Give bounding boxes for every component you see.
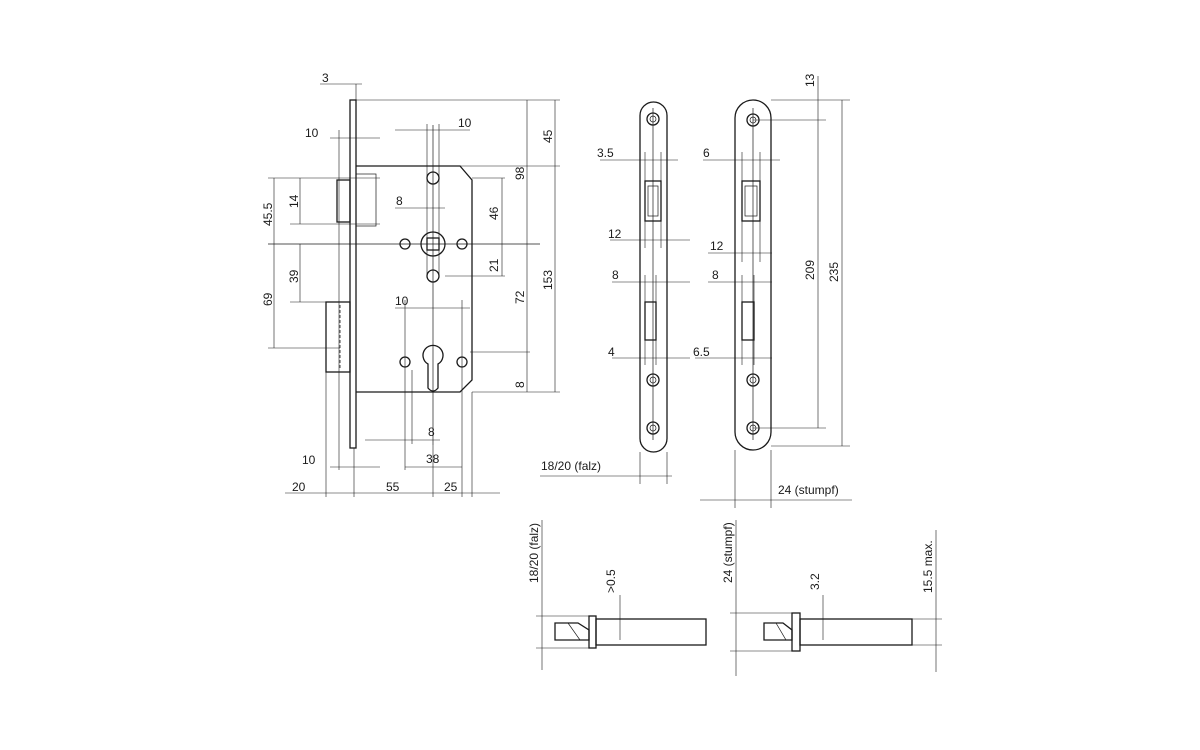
dim-10-top: 10 xyxy=(458,116,472,130)
latch-bolt-inner xyxy=(355,173,377,227)
dim-55: 55 xyxy=(386,480,400,494)
lock-case xyxy=(356,165,473,393)
stumpf-dim-13: 13 xyxy=(803,73,817,87)
section-falz-forend xyxy=(588,615,597,649)
faceplate-falz xyxy=(639,101,668,453)
section-stumpf-forend xyxy=(791,612,801,652)
section-stumpf-body xyxy=(799,618,913,646)
dim-98: 98 xyxy=(513,166,527,180)
dim-38: 38 xyxy=(426,452,440,466)
dim-10-mid: 10 xyxy=(395,294,409,308)
faceplate-falz-bolt xyxy=(644,301,657,341)
section-falz-gap: >0.5 xyxy=(604,569,618,593)
lock-front-view xyxy=(268,99,540,449)
section-stumpf-max: 15.5 max. xyxy=(921,540,935,593)
dim-45-5: 45.5 xyxy=(261,202,275,226)
falz-dim-3-5: 3.5 xyxy=(597,146,614,160)
section-stumpf xyxy=(730,520,942,676)
dim-69: 69 xyxy=(261,292,275,306)
stumpf-width: 24 (stumpf) xyxy=(778,483,839,497)
forend-plate xyxy=(349,99,357,449)
stumpf-dim-6-5: 6.5 xyxy=(693,345,710,359)
falz-dim-12: 12 xyxy=(608,227,622,241)
section-falz xyxy=(536,520,707,670)
stumpf-dim-235: 235 xyxy=(827,262,841,282)
faceplate-stumpf-outline xyxy=(734,99,772,451)
section-stumpf-latch xyxy=(763,622,793,641)
stumpf-dim-209: 209 xyxy=(803,260,817,280)
section-falz-latch xyxy=(554,622,590,641)
dim-8-bottom: 8 xyxy=(428,425,435,439)
falz-width: 18/20 (falz) xyxy=(541,459,601,473)
section-stumpf-3-2: 3.2 xyxy=(808,573,822,590)
falz-dim-8: 8 xyxy=(612,268,619,282)
stumpf-dim-8: 8 xyxy=(712,268,719,282)
dim-10-bottom: 10 xyxy=(302,453,316,467)
dim-20: 20 xyxy=(292,480,306,494)
dim-153: 153 xyxy=(541,270,555,290)
stumpf-dim-12: 12 xyxy=(710,239,724,253)
dim-10-top-left: 10 xyxy=(305,126,319,140)
latch-bolt xyxy=(336,179,351,223)
section-falz-height: 18/20 (falz) xyxy=(527,523,541,583)
front-dimensions xyxy=(268,83,560,497)
faceplate-falz-dimensions xyxy=(540,152,690,484)
section-falz-body xyxy=(595,618,707,646)
faceplate-stumpf xyxy=(734,99,772,451)
dim-72: 72 xyxy=(513,290,527,304)
dim-8-right: 8 xyxy=(513,381,527,388)
dim-8-hub: 8 xyxy=(396,194,403,208)
falz-dim-4: 4 xyxy=(608,345,615,359)
dim-45: 45 xyxy=(541,129,555,143)
faceplate-stumpf-dimensions xyxy=(695,76,852,508)
stumpf-dim-6: 6 xyxy=(703,146,710,160)
faceplate-stumpf-latch-inner xyxy=(744,185,758,217)
cylinder-cutout xyxy=(422,344,444,392)
dim-14: 14 xyxy=(287,194,301,208)
dim-46: 46 xyxy=(487,206,501,220)
dim-21: 21 xyxy=(487,258,501,272)
faceplate-falz-outline xyxy=(639,101,668,453)
dim-39: 39 xyxy=(287,269,301,283)
section-stumpf-height: 24 (stumpf) xyxy=(721,522,735,583)
dim-3: 3 xyxy=(322,71,329,85)
faceplate-stumpf-bolt xyxy=(741,301,755,341)
dead-bolt xyxy=(325,301,351,373)
dim-25: 25 xyxy=(444,480,458,494)
